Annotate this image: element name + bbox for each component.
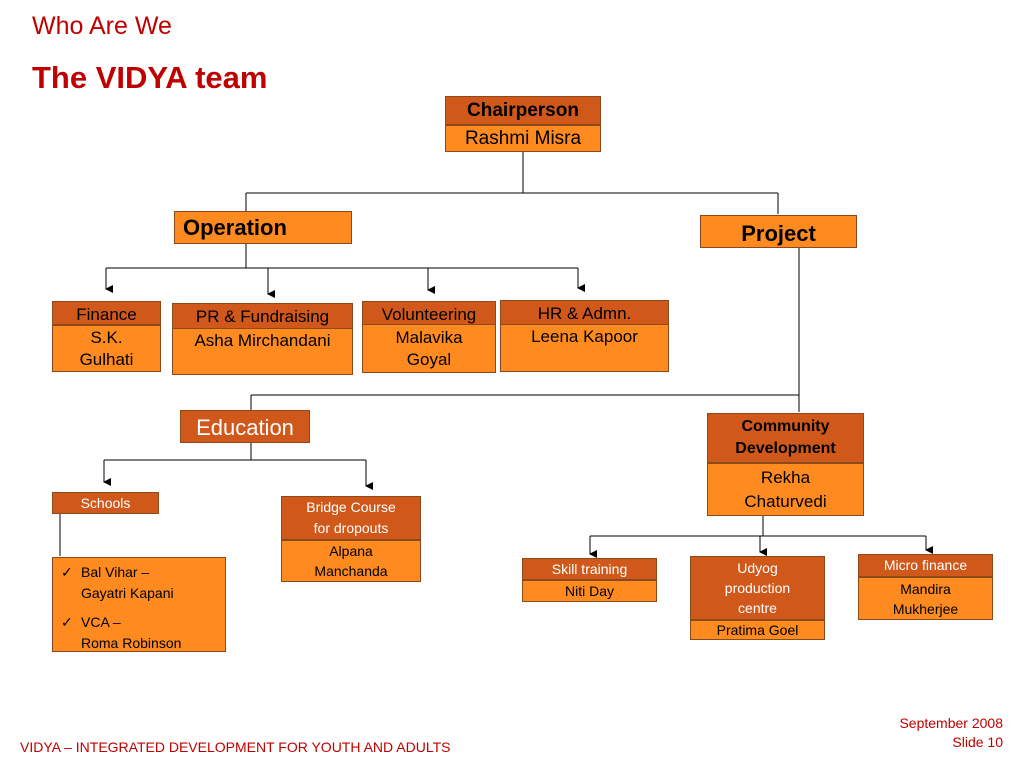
udyog-role-line1: Udyog	[737, 560, 778, 576]
micro-role-box: Micro finance	[858, 554, 993, 577]
community-role-box: Community Development	[707, 413, 864, 463]
volunteering-name-line2: Goyal	[406, 349, 452, 369]
footer-org: VIDYA – INTEGRATED DEVELOPMENT FOR YOUTH…	[20, 739, 451, 755]
pr-name: Asha Mirchandani	[194, 331, 331, 350]
volunteering-role-box: Volunteering	[362, 301, 496, 325]
school-item-vca: ✓ VCA – Roma Robinson	[53, 612, 225, 654]
section-heading: Who Are We	[32, 12, 172, 40]
page-title: The VIDYA team	[32, 60, 268, 95]
schools-list-box: ✓ Bal Vihar – Gayatri Kapani ✓ VCA – Rom…	[52, 557, 226, 652]
footer-slide: Slide 10	[952, 734, 1003, 750]
project-label: Project	[741, 221, 816, 246]
school-item-line2: Gayatri Kapani	[81, 585, 174, 601]
schools-list: ✓ Bal Vihar – Gayatri Kapani ✓ VCA – Rom…	[53, 562, 225, 654]
project-box: Project	[700, 215, 857, 248]
hr-name: Leena Kapoor	[531, 327, 638, 346]
finance-role: Finance	[76, 305, 137, 324]
community-name-line2: Chaturvedi	[744, 491, 827, 511]
community-name-box: Rekha Chaturvedi	[707, 463, 864, 516]
finance-name-line2: Gulhati	[79, 349, 134, 369]
chairperson-name-box: Rashmi Misra	[445, 125, 601, 152]
volunteering-role: Volunteering	[381, 305, 477, 324]
school-item-bal-vihar: ✓ Bal Vihar – Gayatri Kapani	[53, 562, 225, 604]
skill-name-box: Niti Day	[522, 580, 657, 602]
hr-name-box: Leena Kapoor	[500, 324, 669, 372]
chairperson-role: Chairperson	[467, 100, 579, 121]
check-icon: ✓	[61, 614, 73, 630]
school-item-line1: Bal Vihar –	[81, 564, 150, 580]
bridge-name-line2: Manchanda	[314, 563, 388, 579]
community-role-line1: Community	[741, 418, 830, 435]
finance-role-box: Finance	[52, 301, 161, 325]
micro-role: Micro finance	[883, 557, 968, 573]
pr-role: PR & Fundraising	[195, 307, 330, 326]
community-name-line1: Rekha	[760, 467, 811, 487]
operation-label: Operation	[183, 215, 287, 240]
skill-role-box: Skill training	[522, 558, 657, 580]
schools-box: Schools	[52, 492, 159, 514]
bridge-role-line2: for dropouts	[313, 520, 389, 536]
operation-box: Operation	[174, 211, 352, 244]
micro-name-line1: Mandira	[900, 580, 951, 597]
schools-label: Schools	[80, 495, 131, 511]
chairperson-role-box: Chairperson	[445, 96, 601, 125]
education-box: Education	[180, 410, 310, 443]
finance-name-line1: S.K.	[90, 327, 123, 347]
udyog-name: Pratima Goel	[716, 622, 799, 638]
chairperson-name: Rashmi Misra	[464, 128, 582, 149]
hr-role: HR & Admn.	[537, 304, 632, 323]
finance-name-box: S.K. Gulhati	[52, 325, 161, 372]
skill-name: Niti Day	[564, 583, 614, 599]
pr-role-box: PR & Fundraising	[172, 303, 353, 329]
micro-name-line2: Mukherjee	[892, 600, 959, 617]
bridge-name-box: Alpana Manchanda	[281, 540, 421, 582]
udyog-role-line2: production	[724, 580, 791, 596]
community-role-line2: Development	[735, 440, 836, 457]
hr-role-box: HR & Admn.	[500, 300, 669, 325]
micro-name-box: Mandira Mukherjee	[858, 577, 993, 620]
school-item-line1: VCA –	[81, 614, 121, 630]
check-icon: ✓	[61, 564, 73, 580]
udyog-name-box: Pratima Goel	[690, 620, 825, 640]
school-item-line2: Roma Robinson	[81, 635, 182, 651]
bridge-role-line1: Bridge Course	[306, 499, 396, 515]
bridge-role-box: Bridge Course for dropouts	[281, 496, 421, 540]
udyog-role-box: Udyog production centre	[690, 556, 825, 620]
volunteering-name-box: Malavika Goyal	[362, 324, 496, 373]
udyog-role-line3: centre	[738, 600, 777, 616]
skill-role: Skill training	[551, 561, 628, 577]
volunteering-name-line1: Malavika	[395, 327, 463, 347]
bridge-name-line1: Alpana	[329, 543, 373, 559]
pr-name-box: Asha Mirchandani	[172, 328, 353, 375]
education-label: Education	[196, 415, 294, 440]
footer-date: September 2008	[899, 715, 1003, 731]
